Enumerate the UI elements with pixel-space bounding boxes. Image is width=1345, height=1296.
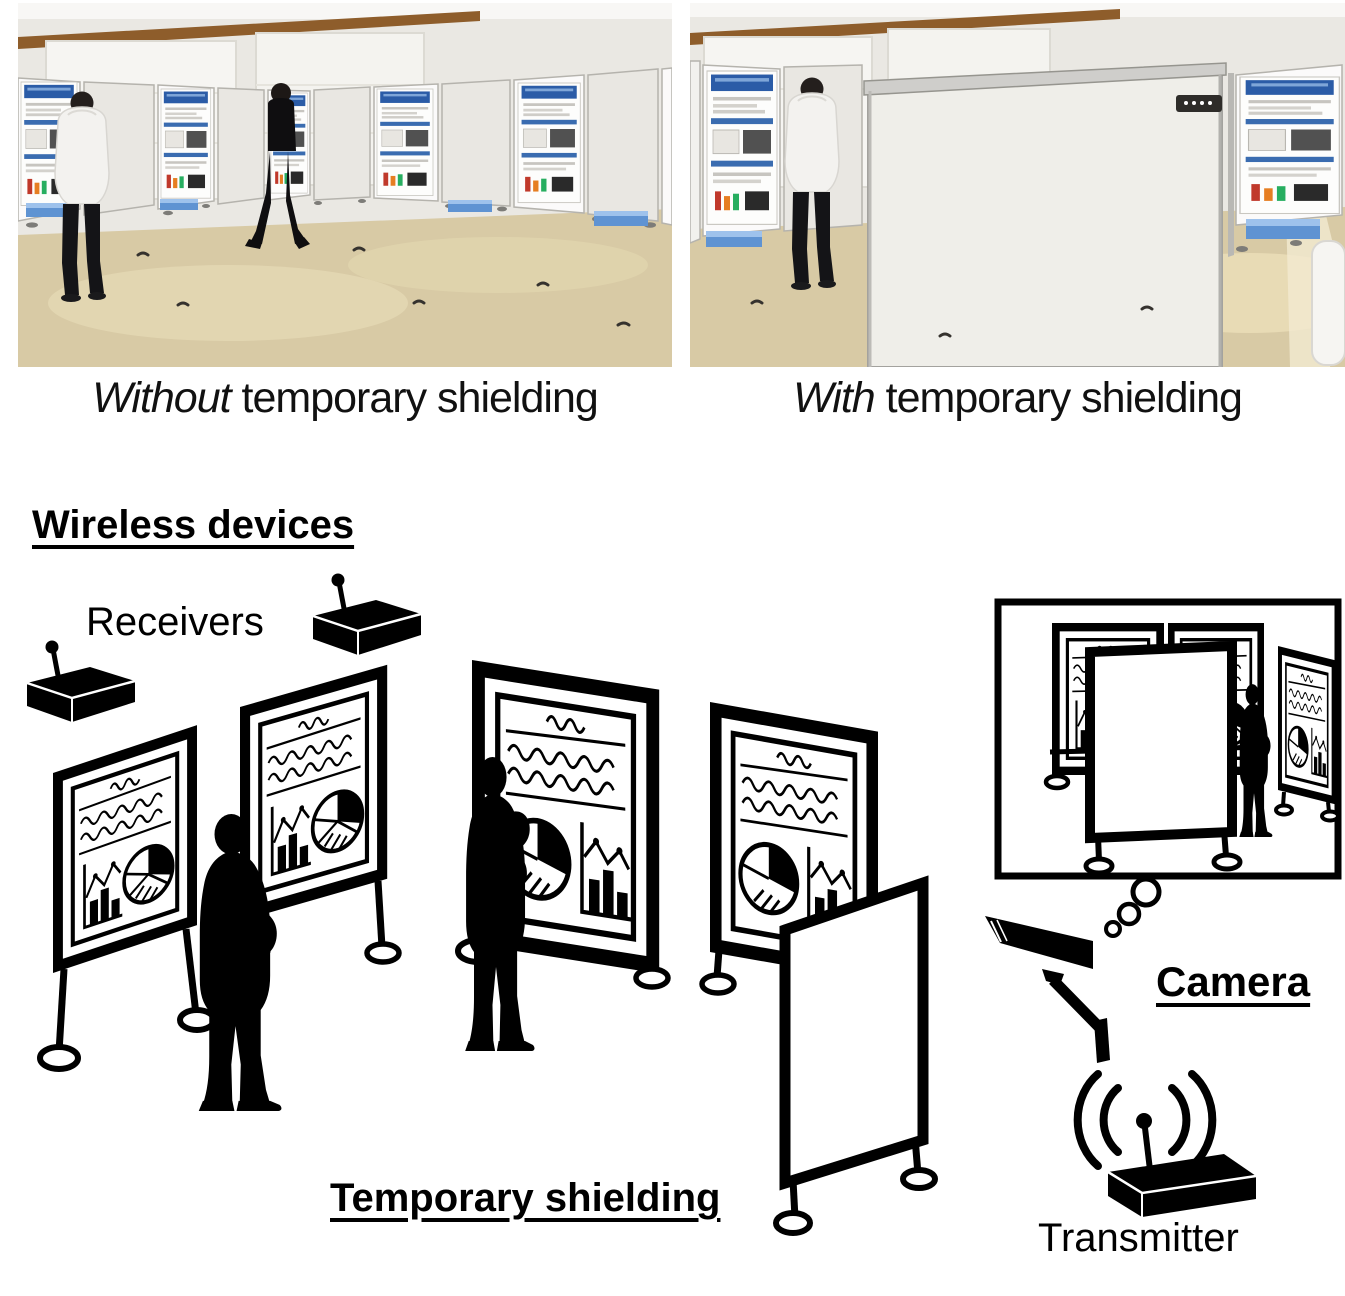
label-temporary-shielding: Temporary shielding xyxy=(330,1176,721,1220)
edge-board xyxy=(690,60,701,244)
ceiling-beam xyxy=(18,11,480,49)
inset-side-board xyxy=(1274,650,1340,823)
poster-left xyxy=(706,70,778,225)
poster-stand-1 xyxy=(37,732,217,1072)
poster-right xyxy=(1239,76,1341,215)
camera-icon xyxy=(985,916,1110,1063)
poster-stand-4 xyxy=(699,710,872,996)
caption-with-italic: With xyxy=(793,374,876,422)
transmitter-icon xyxy=(1073,1070,1257,1217)
thought-bubbles xyxy=(1104,876,1162,938)
caption-without: Without temporary shielding xyxy=(18,374,672,423)
photo-without-shielding-scene xyxy=(18,3,672,367)
label-camera: Camera xyxy=(1156,958,1311,1005)
ceiling xyxy=(18,3,672,19)
floor-sheen xyxy=(48,265,408,341)
ceiling xyxy=(690,3,1345,17)
label-transmitter: Transmitter xyxy=(1038,1216,1239,1260)
person-white-hoodie xyxy=(784,77,840,290)
caption-without-italic: Without xyxy=(92,374,231,422)
floor-marks xyxy=(750,299,1154,338)
shield-panel xyxy=(773,875,938,1236)
inset-shield-panel xyxy=(1083,640,1243,876)
caption-without-rest: temporary shielding xyxy=(230,374,599,422)
panel-label-plate xyxy=(1176,95,1222,112)
label-receivers: Receivers xyxy=(86,600,264,644)
photo-with-shielding-scene xyxy=(690,3,1345,367)
poster-trays xyxy=(26,199,648,226)
person-black-clothes xyxy=(245,83,310,249)
photo-with-shielding xyxy=(690,3,1345,367)
camera-view-inset xyxy=(994,598,1342,880)
diagram xyxy=(0,480,1342,1236)
caption-with-rest: temporary shielding xyxy=(874,374,1243,422)
caption-with: With temporary shielding xyxy=(690,374,1345,423)
floor-marks xyxy=(136,246,631,327)
board-wheels xyxy=(1236,240,1302,252)
shield-panel-photo xyxy=(863,62,1227,367)
board-post xyxy=(1228,73,1234,257)
inset-rear-board-left xyxy=(1043,627,1160,791)
floor-sheen xyxy=(348,237,648,293)
receiver-icon xyxy=(313,574,421,656)
rolled-screen xyxy=(1311,240,1345,366)
photo-without-shielding xyxy=(18,3,672,367)
person-white-hoodie xyxy=(54,91,110,302)
label-wireless-devices: Wireless devices xyxy=(32,503,355,547)
receiver-icon xyxy=(27,641,135,723)
